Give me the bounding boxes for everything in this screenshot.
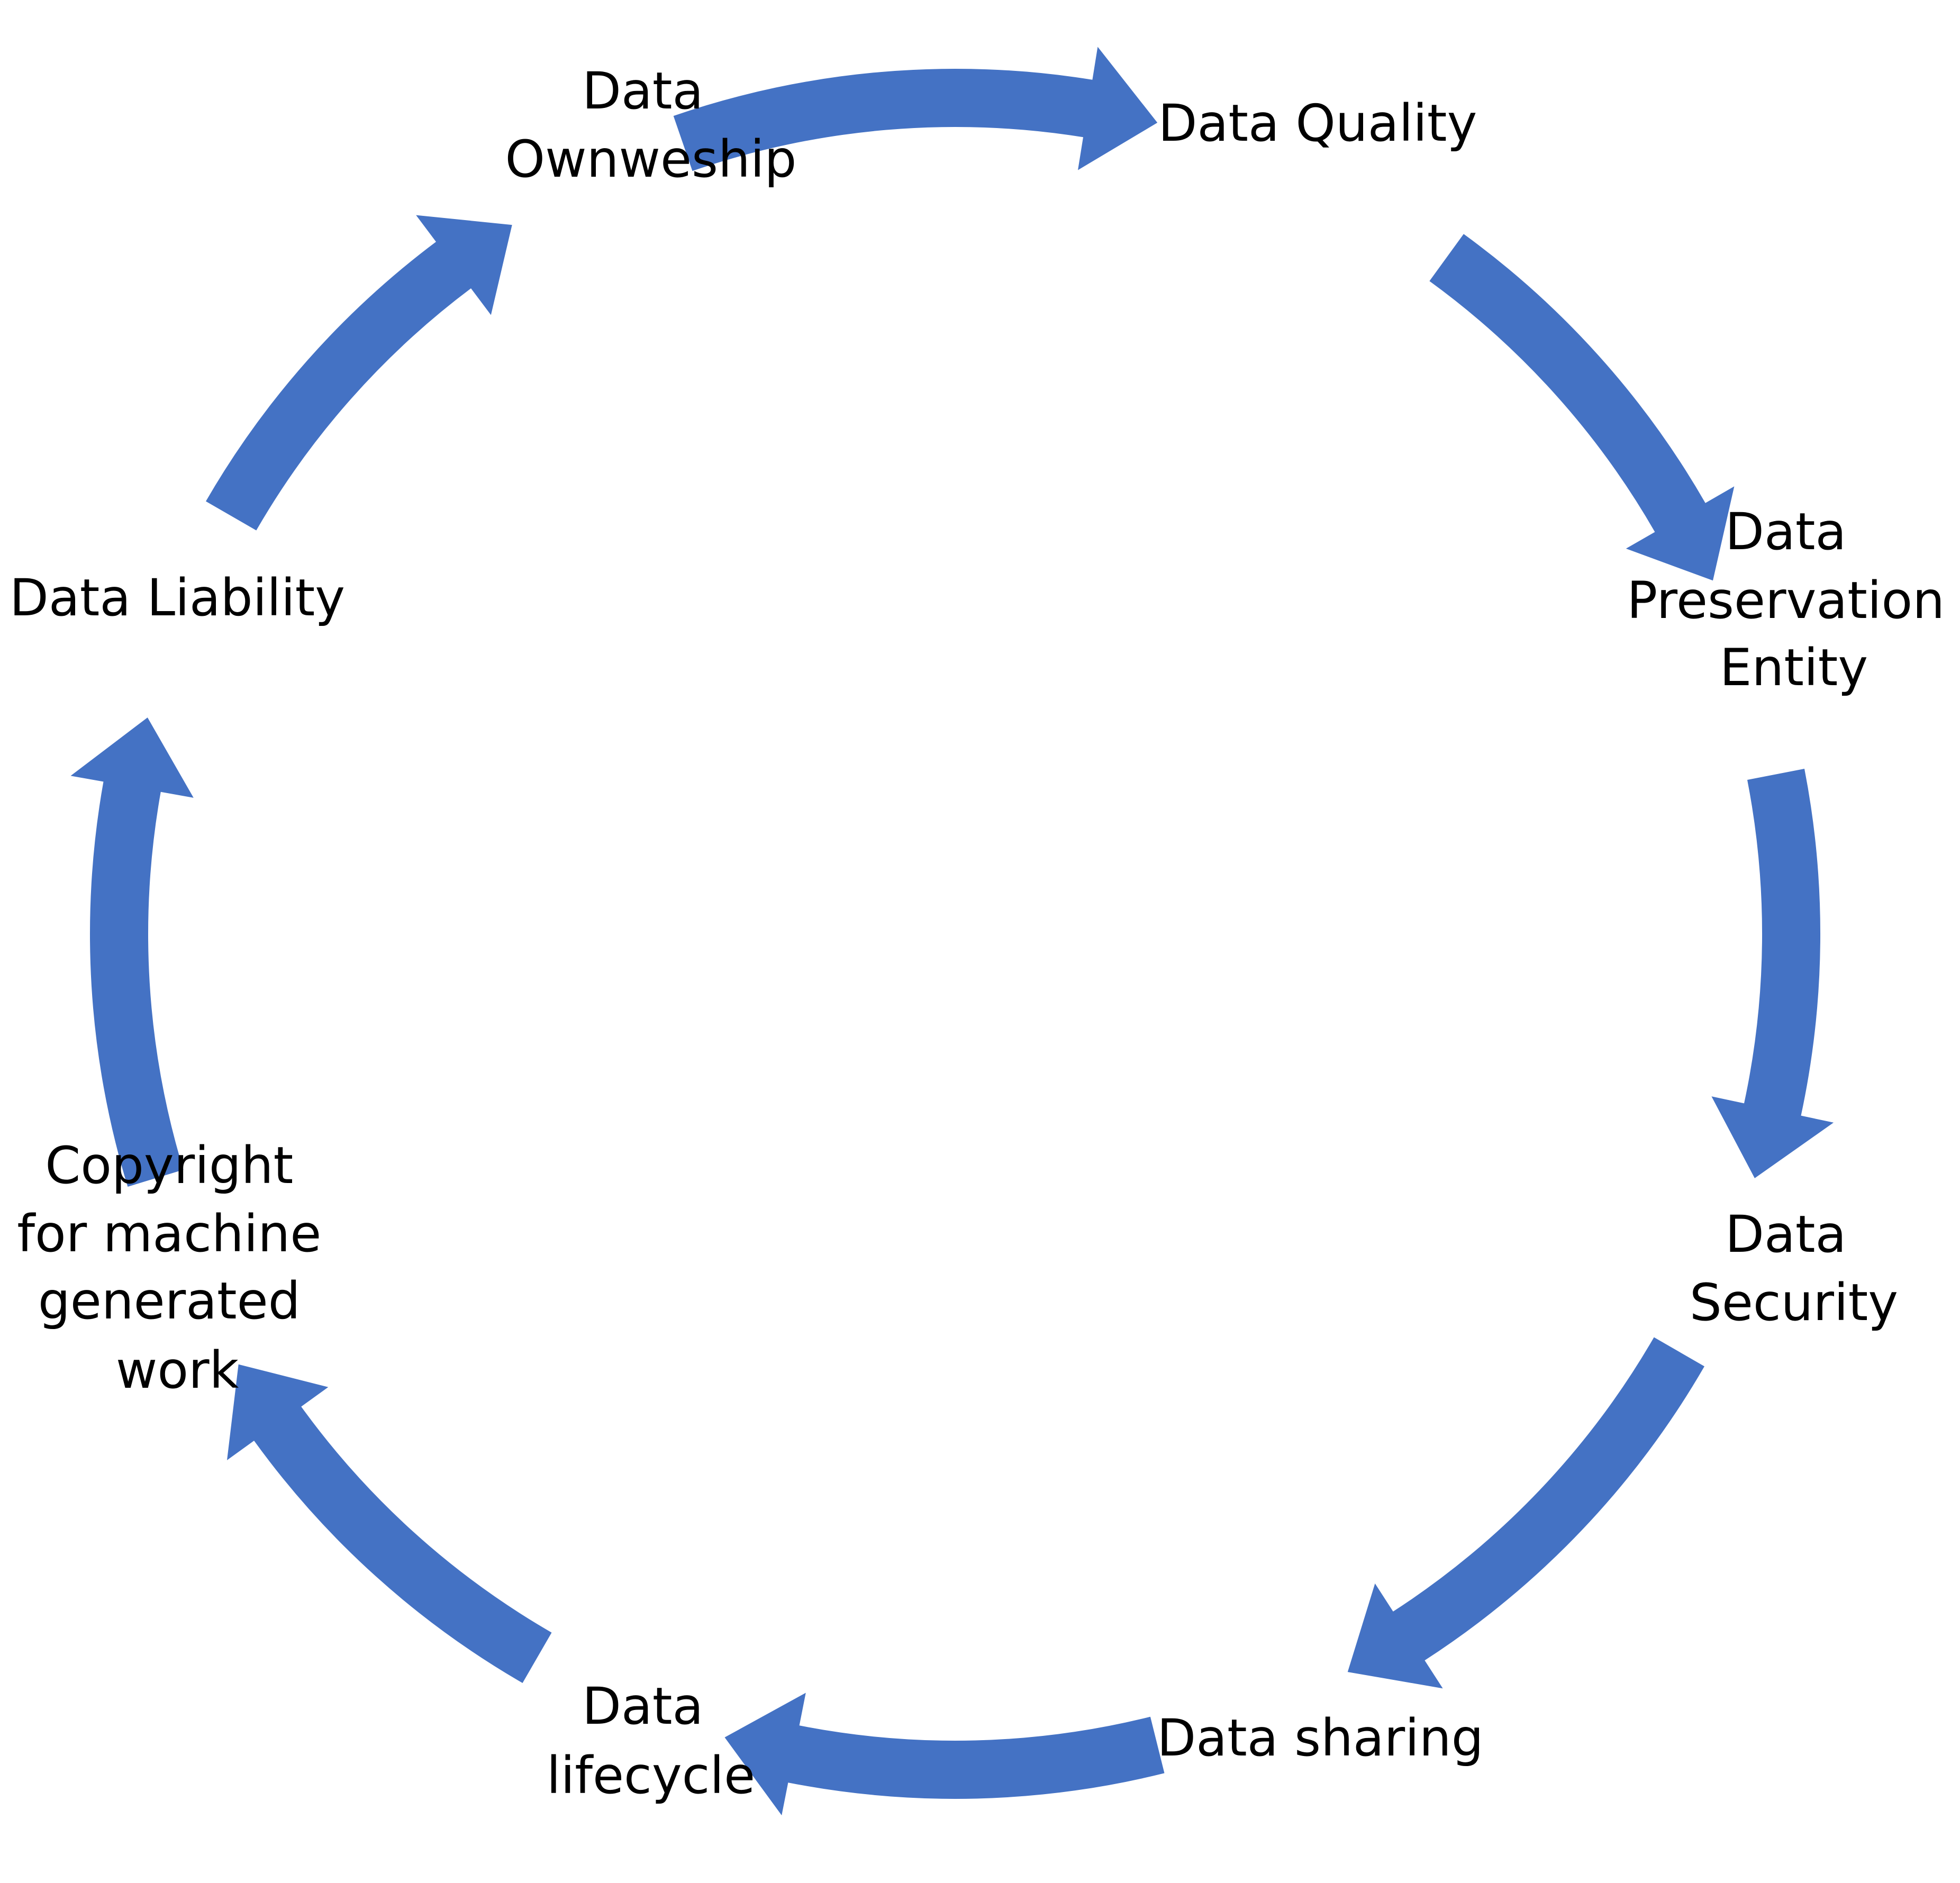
arrow-sharing-to-lifecycle: [724, 1693, 1165, 1816]
node-ownership: Data Ownweship: [505, 61, 797, 189]
arrow-preservation-to-security: [1711, 769, 1834, 1178]
arrow-ownership-to-quality: [673, 47, 1158, 171]
node-security-line-1: Data: [1725, 1205, 1846, 1264]
node-security-line-2: Security: [1690, 1273, 1898, 1332]
node-sharing-line-1: Data sharing: [1157, 1708, 1483, 1768]
node-copyright: Copyright for machine generated work: [17, 1136, 338, 1400]
node-copyright-line-2: for machine: [17, 1204, 321, 1263]
node-preservation: Data Preservation Entity: [1627, 502, 1960, 697]
arrows-layer: [70, 47, 1834, 1816]
node-liability: Data Liability: [10, 568, 345, 627]
node-liability-line-1: Data Liability: [10, 568, 345, 627]
node-preservation-line-1: Data: [1725, 502, 1846, 561]
node-quality: Data Quality: [1158, 94, 1477, 153]
arrow-copyright-to-liability: [70, 717, 194, 1187]
arrow-security-to-sharing: [1347, 1337, 1704, 1689]
node-ownership-line-1: Data: [582, 61, 703, 121]
node-quality-line-1: Data Quality: [1158, 94, 1477, 153]
node-copyright-line-4: work: [116, 1341, 239, 1400]
node-lifecycle: Data lifecycle: [547, 1677, 755, 1805]
node-copyright-line-3: generated: [38, 1271, 301, 1331]
node-ownership-line-2: Ownweship: [505, 130, 797, 189]
node-copyright-line-1: Copyright: [45, 1136, 293, 1195]
arrow-lifecycle-to-copyright: [227, 1364, 552, 1683]
node-lifecycle-line-2: lifecycle: [547, 1746, 755, 1805]
node-preservation-line-2: Preservation: [1627, 571, 1945, 630]
arrow-liability-to-ownership: [206, 215, 512, 531]
node-sharing: Data sharing: [1157, 1708, 1483, 1768]
node-security: Data Security: [1690, 1205, 1898, 1332]
arrow-quality-to-preservation: [1429, 234, 1735, 581]
node-preservation-line-3: Entity: [1720, 638, 1868, 697]
node-lifecycle-line-1: Data: [582, 1677, 703, 1736]
